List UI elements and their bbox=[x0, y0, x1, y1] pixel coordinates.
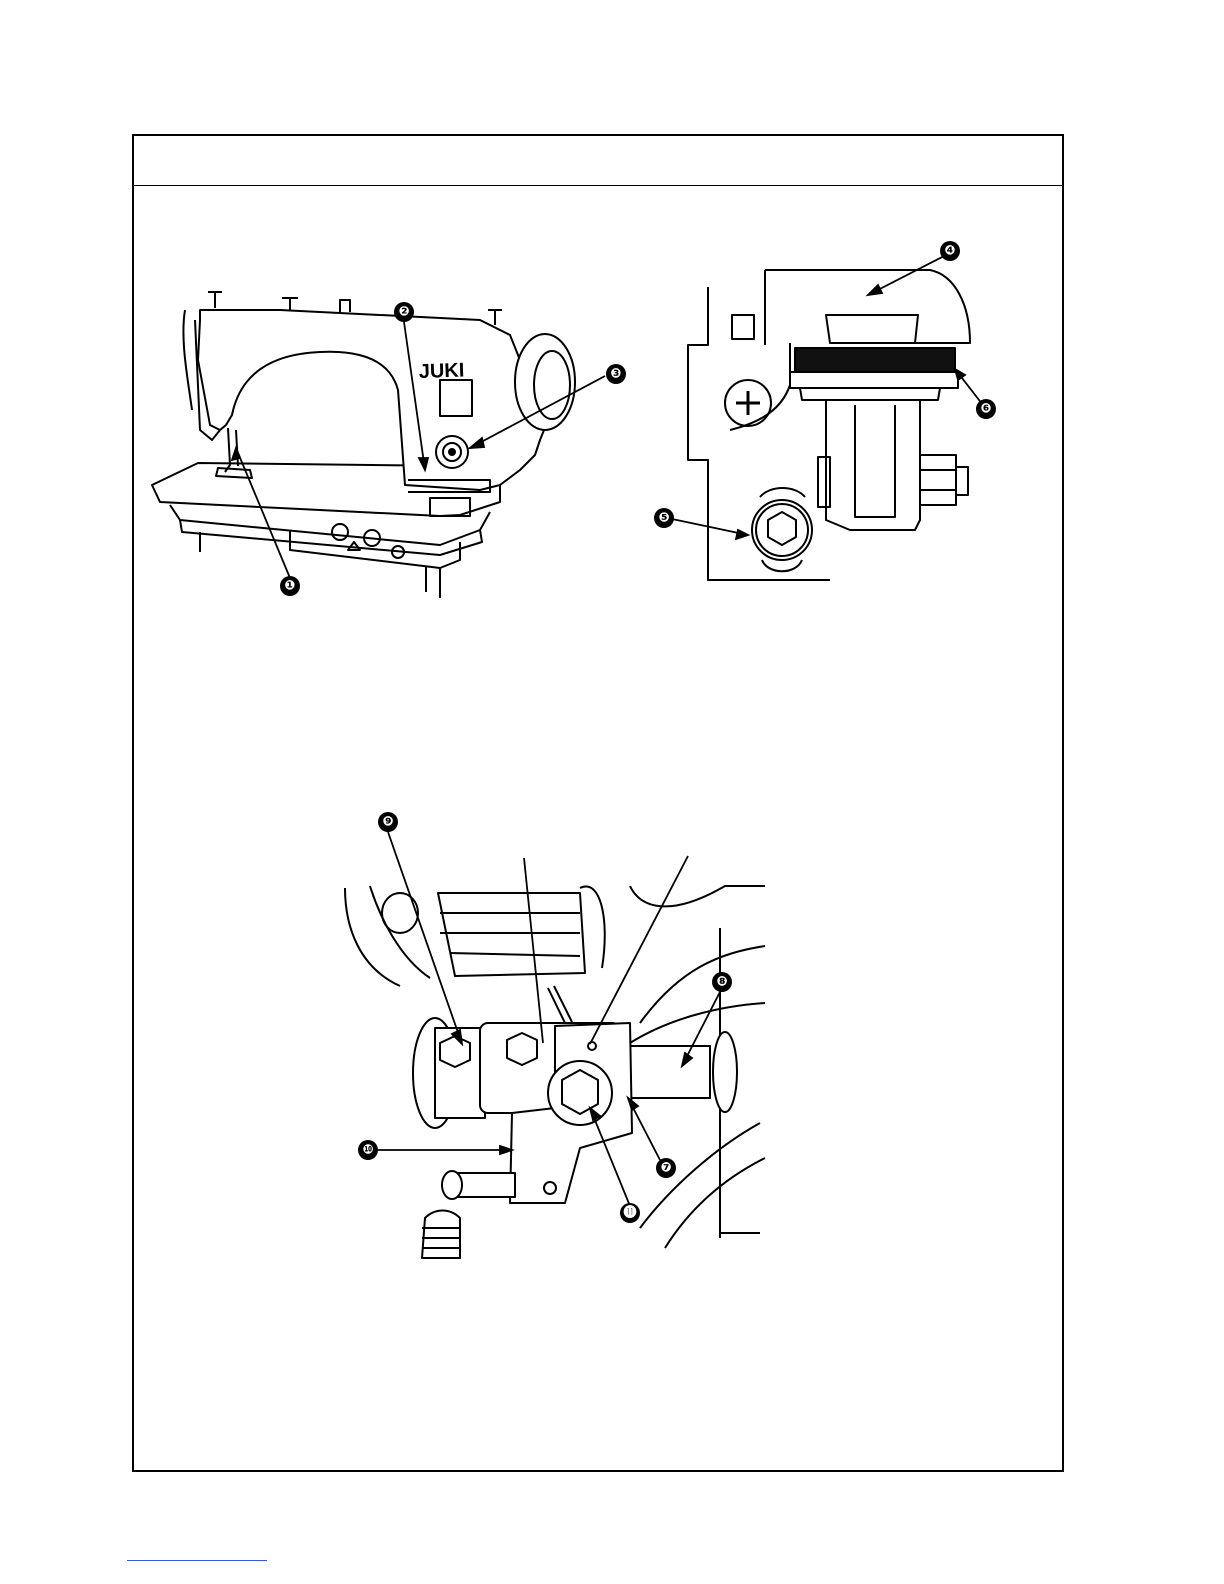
svg-text:❿: ❿ bbox=[362, 1143, 373, 1158]
sewing-machine-figure: JUKI ❶ ❷ ❸ bbox=[140, 280, 640, 610]
callout-2: ❷ bbox=[394, 302, 414, 322]
callout-7: ❼ bbox=[656, 1158, 676, 1178]
callout-10: ❿ bbox=[358, 1140, 378, 1160]
callout-5: ❺ bbox=[654, 508, 674, 528]
footer-link-underline[interactable] bbox=[127, 1560, 267, 1561]
svg-text:❽: ❽ bbox=[716, 975, 727, 990]
svg-text:❻: ❻ bbox=[980, 402, 991, 417]
callout-3: ❸ bbox=[606, 364, 626, 384]
stopper-detail-figure: ❹ ❻ ❺ bbox=[650, 235, 1020, 595]
callout-11: ⓫ bbox=[620, 1203, 640, 1223]
lever-assembly-figure: ❾ ❽ ❿ ❼ ⓫ bbox=[340, 808, 780, 1268]
callout-9: ❾ bbox=[378, 812, 398, 832]
section-header-bar bbox=[134, 136, 1062, 186]
svg-text:❺: ❺ bbox=[658, 511, 669, 526]
callout-4: ❹ bbox=[940, 241, 960, 261]
brand-logo: JUKI bbox=[418, 359, 464, 383]
svg-text:⓫: ⓫ bbox=[623, 1205, 636, 1221]
callout-1: ❶ bbox=[280, 576, 300, 596]
svg-text:❷: ❷ bbox=[398, 305, 409, 320]
svg-text:❸: ❸ bbox=[610, 367, 621, 382]
svg-text:❶: ❶ bbox=[284, 579, 295, 594]
svg-text:❹: ❹ bbox=[944, 244, 955, 259]
svg-text:❾: ❾ bbox=[382, 815, 393, 830]
svg-text:❼: ❼ bbox=[660, 1161, 671, 1176]
callout-8: ❽ bbox=[712, 972, 732, 992]
callout-6: ❻ bbox=[976, 399, 996, 419]
